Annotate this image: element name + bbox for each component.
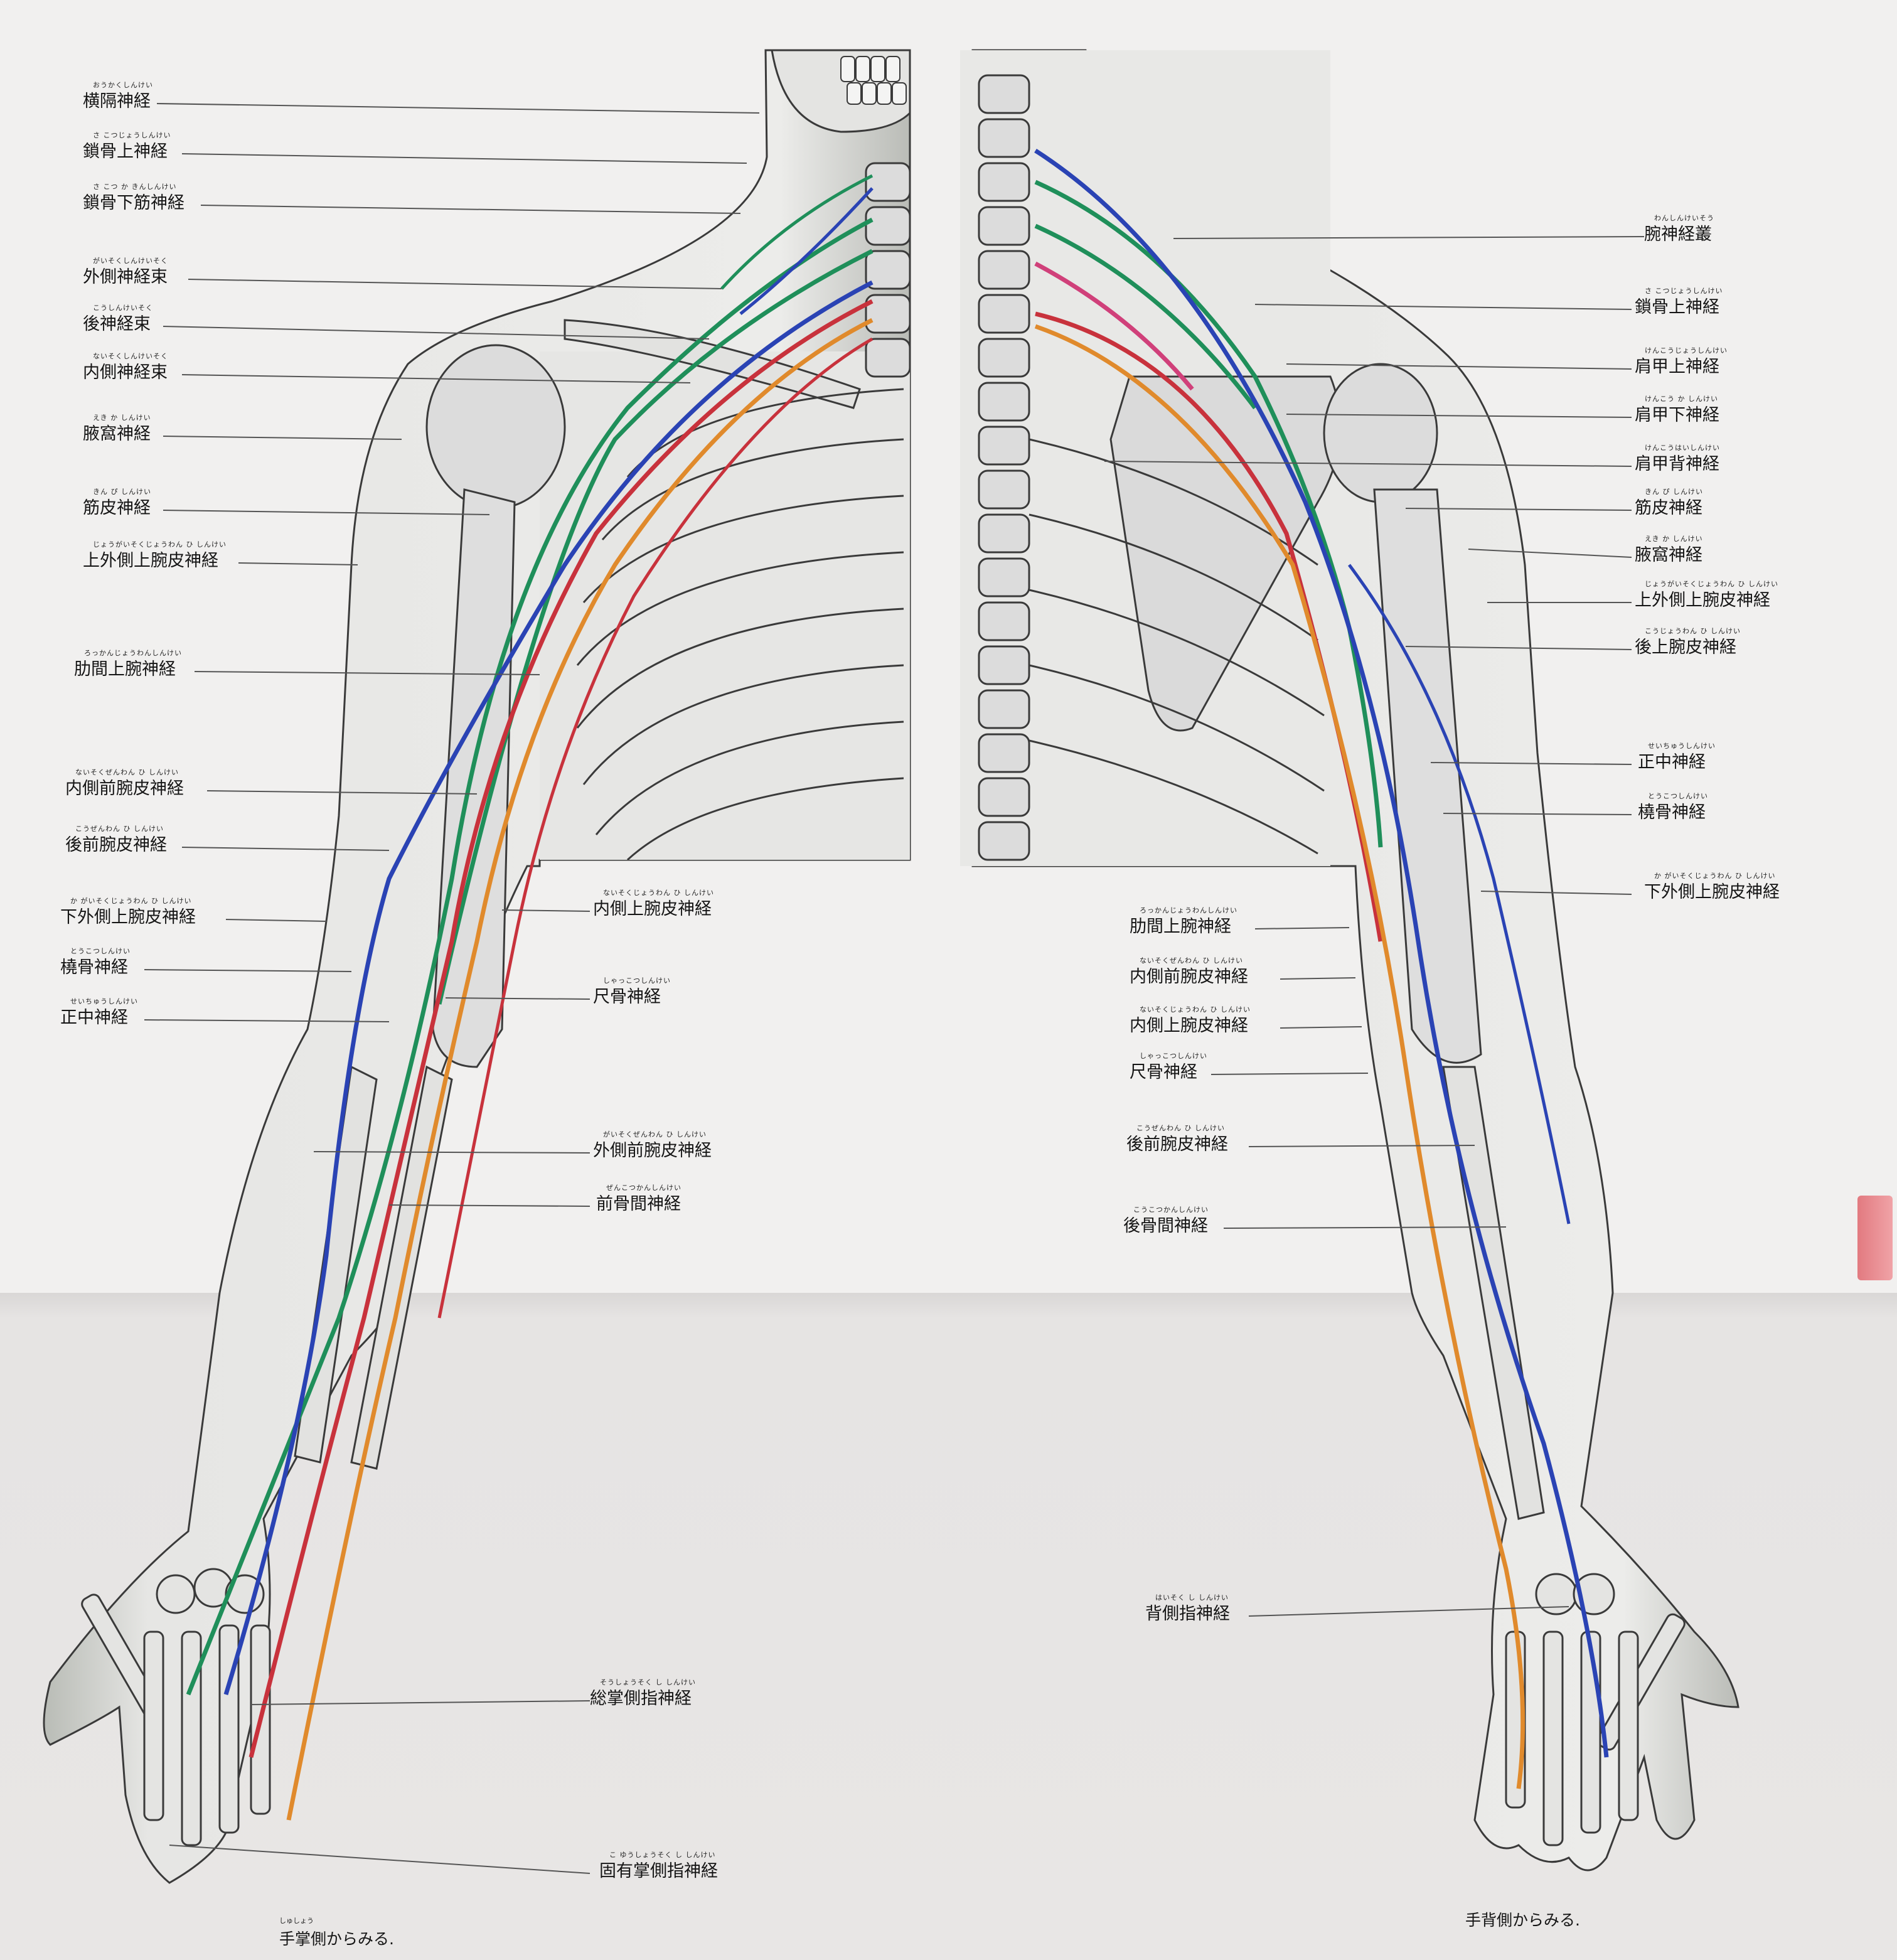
caption-palmar: しゅしょう手掌側からみる. <box>279 1917 394 1948</box>
label-supraclavicular: さ こつじょうしんけい鎖骨上神経 <box>83 131 171 161</box>
posterior-nerves <box>1034 149 1609 1789</box>
label-axillary: えき か しんけい腋窩神経 <box>83 414 151 444</box>
label-musculocutaneous-r: きん ぴ しんけい筋皮神経 <box>1635 488 1703 518</box>
label-median: せいちゅうしんけい正中神経 <box>60 997 138 1027</box>
label-subclavian: さ こつ か きんしんけい鎖骨下筋神経 <box>83 183 184 213</box>
nerve-green-r1 <box>1034 179 1383 848</box>
nerve-red-1 <box>248 299 874 1758</box>
anterior-nerves <box>186 174 874 1821</box>
label-median-r: せいちゅうしんけい正中神経 <box>1638 742 1716 772</box>
label-posterior-antebrachial-cutaneous: こうぜんわん ひ しんけい後前腕皮神経 <box>65 825 167 855</box>
thoracic-spine <box>978 74 1030 861</box>
nerve-green-2 <box>437 249 874 1005</box>
nerve-pink-r1 <box>1034 261 1194 391</box>
label-medial-antebrachial-cutaneous: ないそくぜんわん ひ しんけい内側前腕皮神経 <box>65 768 184 798</box>
back-ribs <box>1029 438 1325 855</box>
label-intercostobrachial-r: ろっかんじょうわんしんけい肋間上腕神経 <box>1130 906 1237 936</box>
label-lateral-antebrachial-cutaneous: がいそくぜんわん ひ しんけい外側前腕皮神経 <box>593 1130 712 1160</box>
label-phrenic: おうかくしんけい横隔神経 <box>83 81 153 111</box>
nerve-red-2 <box>437 337 874 1319</box>
label-upper-lateral-brachial-cutaneous-r: じょうがいそくじょうわん ひ しんけい上外側上腕皮神経 <box>1635 580 1778 610</box>
label-radial: とうこつしんけい橈骨神経 <box>60 947 131 977</box>
label-posterior-interosseous: こうこつかんしんけい後骨間神経 <box>1123 1206 1209 1236</box>
label-posterior-cord: こうしんけいそく後神経束 <box>83 304 153 334</box>
posterior-figure <box>960 49 1739 1872</box>
anterior-figure <box>43 49 911 1884</box>
label-dorsal-digital: はいそく し しんけい背側指神経 <box>1145 1593 1230 1624</box>
humerus-r <box>1373 488 1482 1064</box>
leader-lines <box>144 103 1645 1874</box>
label-brachial-plexus: わんしんけいそう腕神経叢 <box>1644 214 1714 244</box>
caption-dorsal: 手背側からみる. <box>1465 1911 1580 1929</box>
nerve-blue-2 <box>739 187 874 315</box>
teeth <box>840 56 907 105</box>
label-ulnar: しゃっこつしんけい尺骨神経 <box>593 977 671 1007</box>
humerus-head-r <box>1323 363 1438 503</box>
nerve-blue-1 <box>223 280 874 1696</box>
label-intercostobrachial: ろっかんじょうわんしんけい肋間上腕神経 <box>74 649 182 679</box>
label-medial-brachial-cutaneous: ないそくじょうわん ひ しんけい内側上腕皮神経 <box>593 889 714 919</box>
humerus-head <box>425 344 566 510</box>
label-ulnar-r: しゃっこつしんけい尺骨神経 <box>1130 1052 1207 1082</box>
label-dorsal-scapular: けんこうはいしんけい肩甲背神経 <box>1635 444 1720 474</box>
label-musculocutaneous: きん ぴ しんけい筋皮神経 <box>83 488 151 518</box>
nerve-blue-r1 <box>1034 149 1609 1758</box>
cervical-spine <box>865 162 911 378</box>
nerve-blue-r2 <box>1347 564 1571 1224</box>
label-lower-lateral-brachial-cutaneous-r: か がいそくじょうわん ひ しんけい下外側上腕皮神経 <box>1644 872 1780 902</box>
label-suprascapular: けんこうじょうしんけい肩甲上神経 <box>1635 346 1728 377</box>
nerve-orange-1 <box>286 318 874 1821</box>
label-posterior-brachial-cutaneous: こうじょうわん ひ しんけい後上腕皮神経 <box>1635 627 1741 657</box>
thorax-panel <box>540 351 910 860</box>
label-supraclavicular-r: さ こつじょうしんけい鎖骨上神経 <box>1635 287 1723 317</box>
label-proper-palmar-digital: こ ゆうしょうそく し しんけい固有掌側指神経 <box>599 1851 718 1881</box>
clavicle <box>564 319 861 409</box>
label-upper-lateral-brachial-cutaneous: じょうがいそくじょうわん ひ しんけい上外側上腕皮神経 <box>83 540 227 570</box>
nerve-green-3 <box>720 174 874 290</box>
label-lateral-cord: がいそくしんけいそく外側神経束 <box>83 257 168 287</box>
nerve-green-r2 <box>1034 223 1257 410</box>
label-anterior-interosseous: ぜんこつかんしんけい前骨間神経 <box>596 1184 681 1214</box>
label-medial-antebrachial-cutaneous-r: ないそくぜんわん ひ しんけい内側前腕皮神経 <box>1130 956 1248 987</box>
label-posterior-antebrachial-cutaneous-r: こうぜんわん ひ しんけい後前腕皮神経 <box>1126 1124 1228 1154</box>
label-subscapular: けんこう か しんけい肩甲下神経 <box>1635 395 1719 425</box>
label-medial-brachial-cutaneous-r: ないそくじょうわん ひ しんけい内側上腕皮神経 <box>1130 1005 1251 1036</box>
label-radial-r: とうこつしんけい橈骨神経 <box>1638 792 1708 822</box>
label-axillary-r: えき か しんけい腋窩神経 <box>1635 535 1703 565</box>
label-medial-cord: ないそくしんけいそく内側神経束 <box>83 352 168 382</box>
bookmark-tab <box>1857 1196 1893 1280</box>
label-lower-lateral-brachial-cutaneous: か がいそくじょうわん ひ しんけい下外側上腕皮神経 <box>60 897 196 927</box>
label-common-palmar-digital: そうしょうそく し しんけい総掌側指神経 <box>590 1678 696 1708</box>
